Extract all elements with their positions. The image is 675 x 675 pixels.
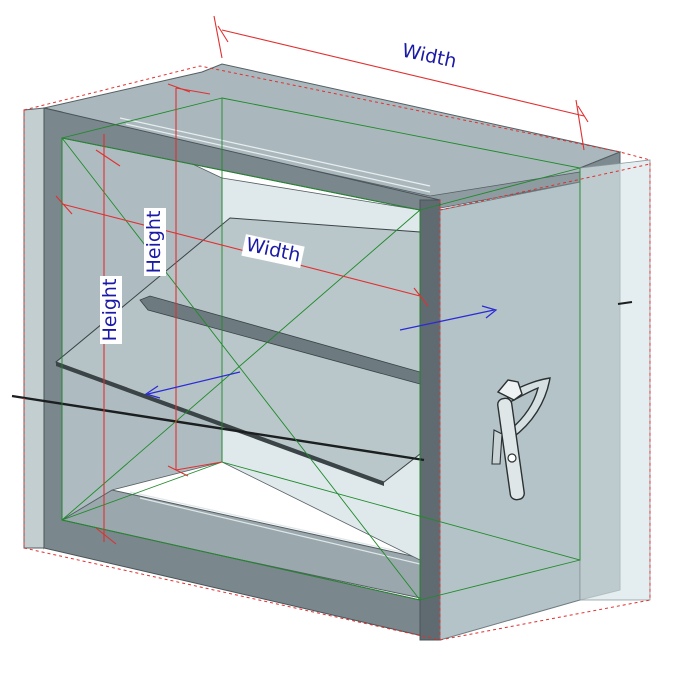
flange-right-edge: [419, 199, 441, 641]
guide-lines: [61, 97, 581, 601]
bounding-box: [23, 65, 651, 641]
inner-height-ext: [175, 87, 223, 471]
airflow-arrow-forward: [399, 305, 498, 331]
outer-width-dim: [213, 15, 585, 151]
blade-axle: [11, 394, 425, 462]
housing-far-face: [579, 159, 651, 601]
damper-hand-lever-icon: [491, 377, 551, 501]
airflow-arrow-back: [144, 371, 241, 399]
lever-bracket: [496, 379, 523, 401]
outer-width-label: Width: [400, 40, 459, 73]
inner-height-label: Height: [143, 211, 165, 274]
inner-height-label-bg: [144, 208, 166, 276]
blade-surface: [55, 217, 421, 483]
front-diagonals: [61, 137, 421, 601]
housing-spindle-stub: [617, 301, 633, 305]
outer-height-label: Height: [99, 279, 121, 342]
lever-arm: [497, 397, 525, 501]
damper-blade: [11, 217, 425, 486]
lever-lock: [491, 429, 503, 465]
blade-edge-lower: [56, 362, 384, 486]
actuator-housing: [439, 159, 651, 641]
airflow-arrow-icon: [144, 305, 498, 399]
outer-height-label-bg: [100, 276, 122, 344]
flange-left-strip: [23, 107, 45, 549]
inner-width-dim: [55, 195, 429, 307]
depth-edges: [61, 97, 581, 601]
bottom-rail-grooves: [129, 491, 421, 565]
outer-width-ticks: [217, 25, 589, 123]
inner-width-label-bg: [241, 234, 305, 269]
lever-pivot: [507, 453, 517, 463]
dimension-lines: [55, 15, 589, 545]
